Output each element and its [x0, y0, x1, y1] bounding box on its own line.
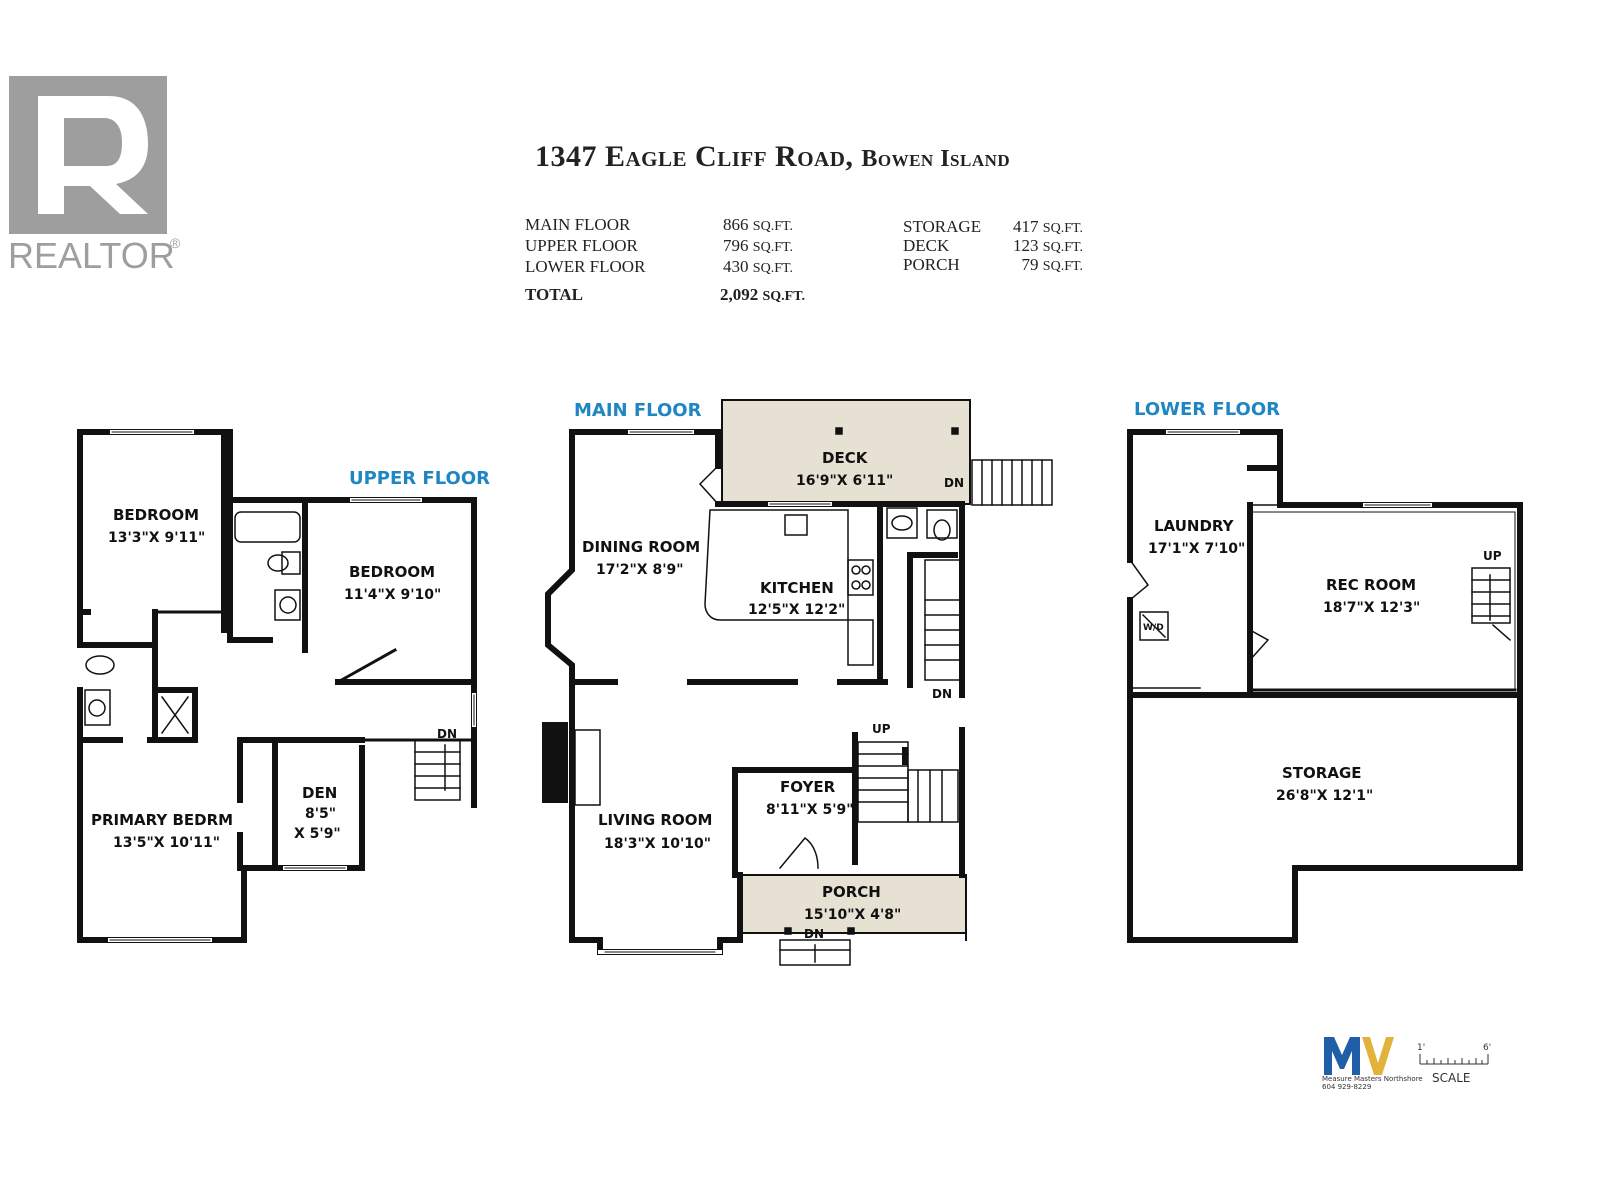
lower-floor-label: LOWER FLOOR — [1134, 399, 1280, 420]
dining-dims: 17'2"X 8'9" — [596, 562, 684, 578]
realtor-text: REALTOR — [8, 235, 175, 276]
realtor-logo: REALTOR ® — [8, 76, 196, 286]
measure-masters-credit: Measure Masters Northshore 604 929-8229 — [1322, 1075, 1423, 1091]
porch-name: PORCH — [822, 883, 881, 901]
kitchen-name: KITCHEN — [760, 579, 834, 597]
den-dims-1: 8'5" — [305, 806, 336, 822]
measure-masters-logo — [1322, 1033, 1402, 1093]
lower-floor-plan — [1127, 429, 1523, 943]
rec-room-name: REC ROOM — [1326, 576, 1416, 594]
foyer-dims: 8'11"X 5'9" — [766, 802, 854, 818]
laundry-name: LAUNDRY — [1154, 517, 1235, 535]
upper-bedroom1-name: BEDROOM — [113, 506, 199, 524]
foyer-name: FOYER — [780, 778, 836, 796]
living-dims: 18'3"X 10'10" — [604, 836, 711, 852]
storage-name: STORAGE — [1282, 764, 1362, 782]
storage-dims: 26'8"X 12'1" — [1276, 788, 1373, 804]
den-name: DEN — [302, 784, 337, 802]
area-summary: MAIN FLOOR 866 SQ.FT. UPPER FLOOR 796 SQ… — [525, 215, 1083, 304]
svg-text:SCALE: SCALE — [1432, 1071, 1470, 1085]
svg-text:6': 6' — [1483, 1043, 1491, 1053]
primary-bedroom-dims: 13'5"X 10'11" — [113, 835, 220, 851]
upper-bedroom2-name: BEDROOM — [349, 563, 435, 581]
deck-name: DECK — [822, 449, 869, 467]
svg-text:1': 1' — [1417, 1043, 1425, 1053]
property-title: 1347 Eagle Cliff Road, Bowen Island — [535, 140, 1010, 174]
lower-stair-up: UP — [1483, 549, 1502, 563]
primary-bedroom-name: PRIMARY BEDRM — [91, 811, 233, 829]
laundry-dims: 17'1"X 7'10" — [1148, 541, 1245, 557]
upper-floor-label: UPPER FLOOR — [349, 468, 490, 489]
address: 1347 Eagle Cliff Road, — [535, 140, 854, 173]
rec-room-dims: 18'7"X 12'3" — [1323, 600, 1420, 616]
main-floor-label: MAIN FLOOR — [574, 400, 702, 421]
kitchen-dims: 12'5"X 12'2" — [748, 602, 845, 618]
washer-dryer-label: W/D — [1143, 623, 1164, 633]
deck-dims: 16'9"X 6'11" — [796, 473, 893, 489]
porch-dims: 15'10"X 4'8" — [804, 907, 901, 923]
scale-bar: 1' 6' SCALE — [1410, 1040, 1500, 1090]
upper-bedroom2-dims: 11'4"X 9'10" — [344, 587, 441, 603]
main-floor-plan — [542, 399, 971, 955]
deck-stair-dn: DN — [944, 476, 964, 490]
porch-stair-dn: DN — [804, 927, 824, 941]
upper-stair-dn: DN — [437, 727, 457, 741]
dining-name: DINING ROOM — [582, 538, 700, 556]
city: Bowen Island — [861, 146, 1011, 172]
den-dims-2: X 5'9" — [294, 826, 341, 842]
upper-bedroom1-dims: 13'3"X 9'11" — [108, 530, 205, 546]
registered-mark: ® — [170, 235, 181, 251]
living-name: LIVING ROOM — [598, 811, 712, 829]
main-stair-up: UP — [872, 722, 891, 736]
main-stair-dn: DN — [932, 687, 952, 701]
